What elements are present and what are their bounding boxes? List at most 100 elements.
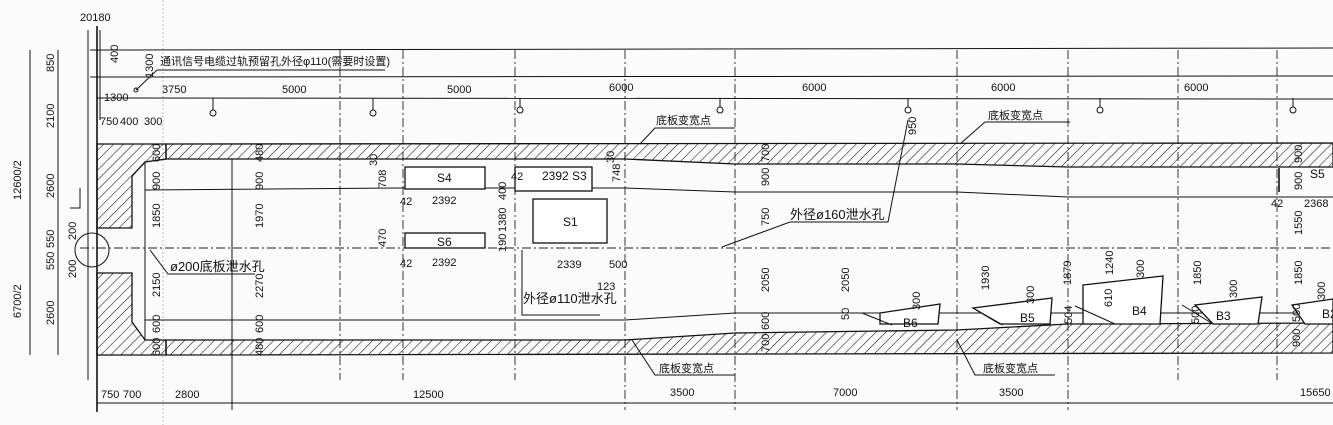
widen-point-bottom-1: 底板变宽点: [659, 361, 714, 375]
dim-2100: 2100: [45, 104, 57, 128]
dim-200-bottom: 200: [67, 260, 79, 278]
wall-a-5: 600: [151, 338, 163, 356]
drain-200-label: ø200底板泄水孔: [170, 259, 265, 274]
spacing-4: 6000: [802, 82, 826, 94]
drain-110-label: 外径ø110泄水孔: [523, 291, 617, 306]
mid-dim-600: 600: [760, 312, 772, 330]
bottom-dim-4: 3500: [670, 387, 694, 399]
mid-dim-950: 950: [907, 117, 919, 135]
right-dim-42: 42: [1271, 198, 1283, 210]
bottom-dim-6: 3500: [999, 387, 1023, 399]
dim-half-width-bottom: 6700/2: [12, 284, 24, 318]
s3-dim-42: 42: [511, 171, 523, 183]
mid-dim-700a: 700: [760, 144, 772, 162]
block-b3-300: 300: [1228, 280, 1240, 298]
dim-200-top: 200: [67, 222, 79, 240]
wall-a-0: 600: [151, 144, 163, 162]
block-b2-label: B2: [1322, 307, 1333, 321]
right-dim-900b: 900: [1293, 172, 1305, 190]
s1-dim-400: 400: [497, 182, 509, 200]
widen-point-bottom-2: 底板变宽点: [983, 361, 1038, 375]
right-dim-300: 300: [1316, 282, 1328, 300]
spacing-6: 6000: [1184, 82, 1208, 94]
block-b5-1879: 1879: [1062, 261, 1074, 285]
wall-b-5: 480: [254, 338, 266, 356]
s4-dim-708: 708: [377, 170, 389, 188]
wall-b-1: 900: [254, 172, 266, 190]
block-b5-300: 300: [1025, 286, 1037, 304]
dim-1300-h: 1300: [104, 92, 128, 104]
dim-550-top: 550: [45, 230, 57, 248]
mid-dim-750: 750: [760, 208, 772, 226]
wall-b-2: 1970: [254, 204, 266, 228]
leader-lines: [29, 50, 1333, 404]
right-dim-1850b: 1850: [1293, 261, 1305, 285]
spacing-1: 5000: [282, 84, 306, 96]
wall-b-3: 2270: [254, 274, 266, 298]
dim-half-width-top: 12600/2: [12, 160, 24, 200]
dim-750: 750: [100, 116, 118, 128]
left-wall-bottom: [96, 272, 167, 356]
s1-length: 2339: [557, 259, 581, 271]
s4-length: 2392: [432, 195, 456, 207]
s1-dim-190: 190: [497, 234, 509, 252]
top-slab: [165, 142, 1333, 168]
block-b4-300: 300: [1135, 260, 1147, 278]
block-b6-label: B6: [903, 316, 918, 330]
s1-dim-1380: 1380: [497, 208, 509, 232]
s5-label: S5: [1310, 167, 1325, 181]
bottom-dim-2: 2800: [175, 389, 199, 401]
block-b4-label: B4: [1132, 304, 1147, 318]
s6-label: S6: [437, 235, 452, 249]
right-dim-900c: 900: [1291, 329, 1303, 347]
tunnel-structure: [70, 142, 1333, 410]
mid-dim-2050b: 2050: [840, 268, 852, 292]
pipe-opening: [74, 232, 110, 268]
s3-dim-748: 748: [611, 164, 623, 182]
s6-length: 2392: [432, 257, 456, 269]
right-dim-1550: 1550: [1293, 211, 1305, 235]
mid-dim-900: 900: [760, 168, 772, 186]
right-dim-900a: 900: [1293, 145, 1305, 163]
bottom-dim-0: 750: [101, 389, 119, 401]
bottom-dim-3: 12500: [413, 389, 444, 401]
grid-lines: [80, 50, 1333, 410]
mid-dim-50: 50: [840, 308, 852, 320]
dim-400: 400: [109, 45, 121, 63]
mid-dim-700b: 700: [760, 334, 772, 352]
right-dim-500: 500: [1291, 304, 1303, 322]
s6-dim-470: 470: [377, 229, 389, 247]
bottom-slab: [165, 322, 1333, 356]
dim-850: 850: [45, 54, 57, 72]
s3-label: 2392 S3: [542, 169, 587, 183]
s4-dim-30: 30: [368, 154, 380, 166]
spacing-5: 6000: [991, 82, 1015, 94]
widen-point-top-2: 底板变宽点: [988, 108, 1043, 122]
reserved-holes: [209, 98, 1297, 117]
cable-hole-note: 通讯信号电缆过轨预留孔外径φ110(需要时设置): [160, 54, 390, 68]
bottom-dim-7: 15650: [1300, 387, 1331, 399]
block-b4-610: 610: [1103, 289, 1115, 307]
dim-2600-bottom: 2600: [45, 301, 57, 325]
spacing-0: 3750: [162, 84, 186, 96]
dim-300: 300: [144, 116, 162, 128]
wall-a-1: 900: [151, 172, 163, 190]
block-b5-1930: 1930: [980, 266, 992, 290]
wall-a-4: 600: [151, 315, 163, 333]
s1-dim-123: 123: [597, 281, 615, 293]
wall-a-3: 2150: [151, 273, 163, 297]
right-dim-1850a: 1850: [1192, 261, 1204, 285]
block-b5-504: 504: [1063, 306, 1075, 324]
equipment-boxes: [404, 166, 1280, 249]
bottom-dim-1: 700: [123, 389, 141, 401]
wall-a-2: 1850: [151, 204, 163, 228]
spacing-2: 5000: [447, 84, 471, 96]
dim-550-bottom: 550: [45, 252, 57, 270]
drain-160-label: 外径ø160泄水孔: [790, 207, 885, 222]
overall-dim: 20180: [80, 12, 111, 24]
block-b6-300: 300: [911, 292, 923, 310]
mid-dim-2050: 2050: [760, 268, 772, 292]
s6-dim-42: 42: [400, 258, 412, 270]
